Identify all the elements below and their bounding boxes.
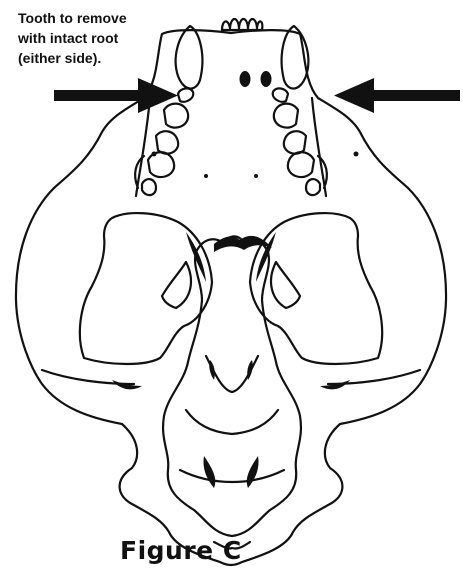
callout-line-3: (either side). [18,48,218,68]
incisor-teeth [222,19,262,30]
tooth-callout-text: Tooth to remove with intact root (either… [18,8,218,68]
right-nostril [261,71,272,87]
left-target-tooth [178,88,193,101]
left-orbit [80,213,212,364]
right-target-tooth [273,88,288,101]
callout-line-2: with intact root [18,28,218,48]
skull-outline [16,30,446,565]
right-arrow [334,78,460,113]
callout-line-1: Tooth to remove [18,8,218,28]
palate-outline [163,236,301,536]
left-arrow [54,78,178,113]
left-nostril [240,71,251,87]
figure-label: Figure C [120,536,242,565]
